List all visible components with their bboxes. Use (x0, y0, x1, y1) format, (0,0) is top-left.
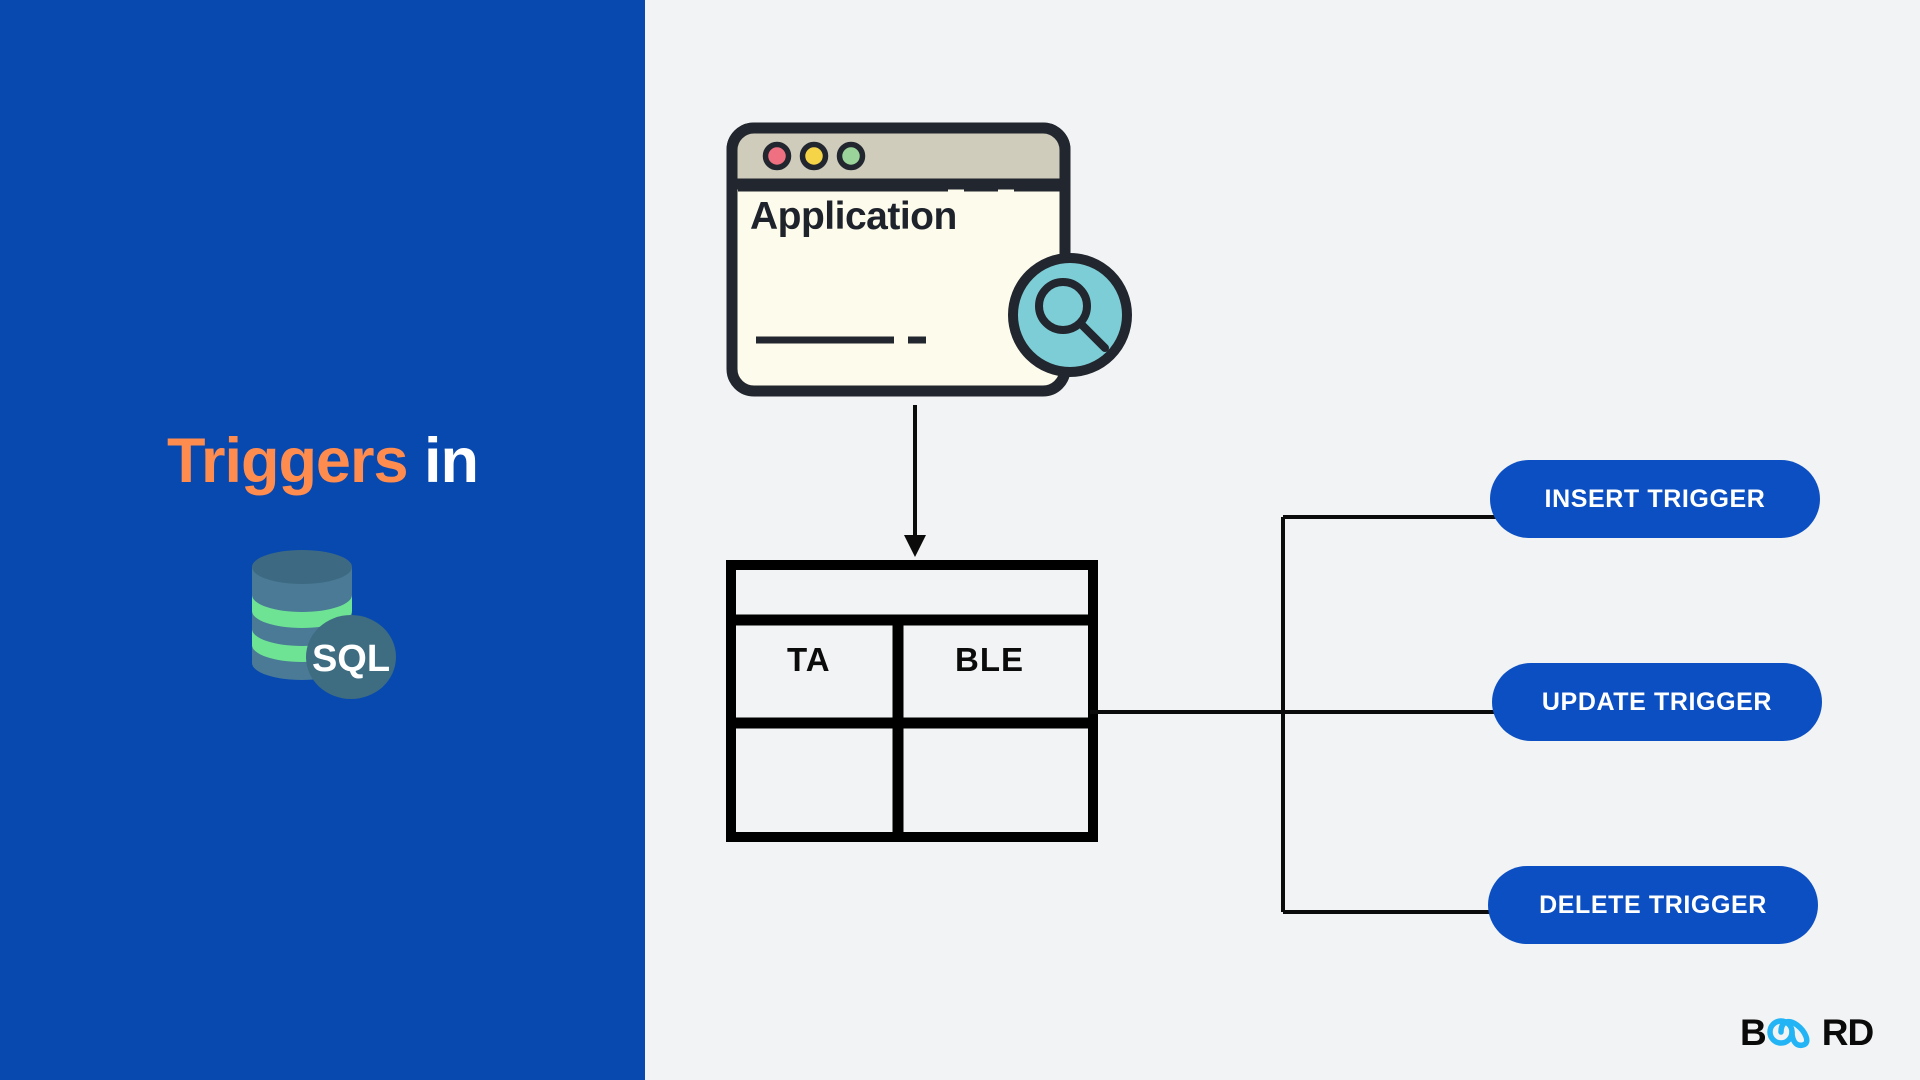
application-window[interactable] (726, 122, 1071, 397)
infinity-right-loop (1777, 1018, 1810, 1049)
search-icon-disc (1008, 253, 1132, 377)
database-table (726, 560, 1098, 842)
window-minimize-icon (799, 141, 829, 171)
update-trigger-button[interactable]: UPDATE TRIGGER (1492, 663, 1822, 741)
db-band-upper (252, 595, 352, 628)
page-title-space (408, 426, 425, 496)
board-logo: B RD (1740, 1011, 1874, 1053)
trigger-connectors (1090, 490, 1510, 930)
board-logo-lead: B (1740, 1011, 1767, 1053)
page-title-rest: in (424, 426, 479, 496)
table-outer-border (726, 560, 1098, 842)
insert-trigger-button[interactable]: INSERT TRIGGER (1490, 460, 1820, 538)
window-titlebar-outline (726, 122, 1071, 190)
table-cell-ble: BLE (955, 641, 1024, 678)
delete-trigger-button[interactable]: DELETE TRIGGER (1488, 866, 1818, 944)
arrow-head (904, 535, 926, 557)
infinity-left-loop (1767, 1018, 1795, 1046)
search-icon-handle (1077, 320, 1109, 352)
infinity-icon (1767, 1018, 1810, 1049)
search-icon-lens (1035, 278, 1091, 334)
page-title-highlight: Triggers (166, 426, 409, 496)
db-cylinder-top (252, 550, 352, 584)
left-brand-panel: Triggers in SQL (0, 0, 645, 1080)
search-icon[interactable] (1005, 250, 1135, 380)
board-logo-trail: RD (1821, 1011, 1874, 1053)
db-sql-badge-label: SQL (312, 638, 390, 680)
table-cell-ta: TA (787, 641, 831, 678)
db-sql-badge (306, 615, 396, 699)
window-maximize-icon (836, 141, 866, 171)
sql-database-icon: SQL (232, 545, 412, 705)
app-to-table-arrow (895, 405, 935, 565)
application-window-title: Application (750, 195, 957, 238)
page-title: Triggers in (0, 425, 645, 497)
window-close-icon (762, 141, 792, 171)
